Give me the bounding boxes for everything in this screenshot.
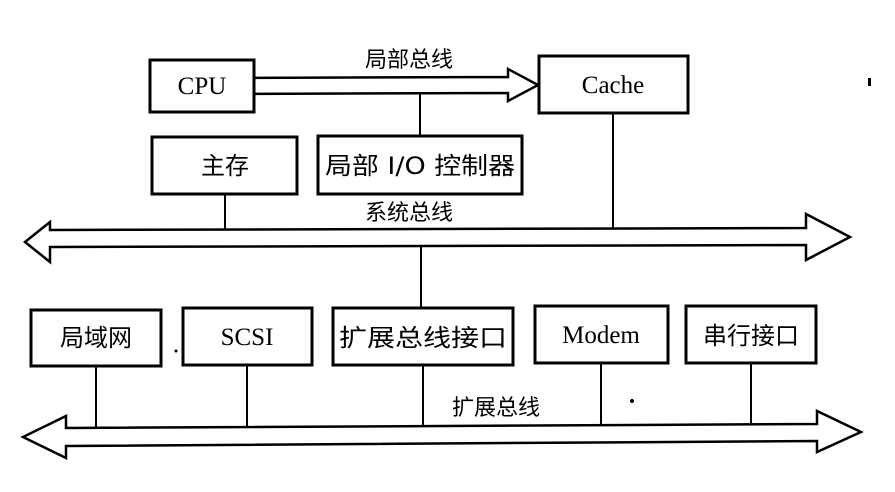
expansion-bus-interface-label: 扩展总线接口 — [339, 324, 507, 352]
scsi-label: SCSI — [221, 324, 274, 351]
cache-label: Cache — [582, 72, 644, 99]
system-bus-label: 系统总线 — [365, 201, 453, 226]
local-io-controller-node: 局部 I/O 控制器 — [316, 134, 524, 196]
modem-node: Modem — [533, 304, 670, 365]
system-bus-arrow — [22, 211, 853, 265]
cache-node: Cache — [537, 54, 690, 115]
main-memory-node: 主存 — [150, 135, 299, 196]
serial-interface-node: 串行接口 — [684, 304, 818, 365]
scan-speck — [174, 349, 178, 353]
modem-label: Modem — [562, 322, 640, 349]
serial-interface-label: 串行接口 — [703, 322, 799, 350]
scan-speck — [868, 78, 871, 86]
local-bus-label: 局部总线 — [365, 48, 453, 73]
lan-label: 局域网 — [60, 324, 132, 352]
expansion-bus-label: 扩展总线 — [452, 396, 540, 421]
local-io-controller-label: 局部 I/O 控制器 — [325, 152, 515, 180]
scsi-node: SCSI — [181, 306, 314, 367]
cpu-node: CPU — [148, 58, 256, 114]
main-memory-label: 主存 — [201, 152, 249, 180]
expansion-bus-arrow — [20, 409, 864, 461]
scan-speck — [630, 399, 634, 403]
expansion-bus-interface-node: 扩展总线接口 — [331, 306, 515, 367]
lan-node: 局域网 — [29, 308, 163, 368]
cpu-label: CPU — [178, 73, 227, 100]
